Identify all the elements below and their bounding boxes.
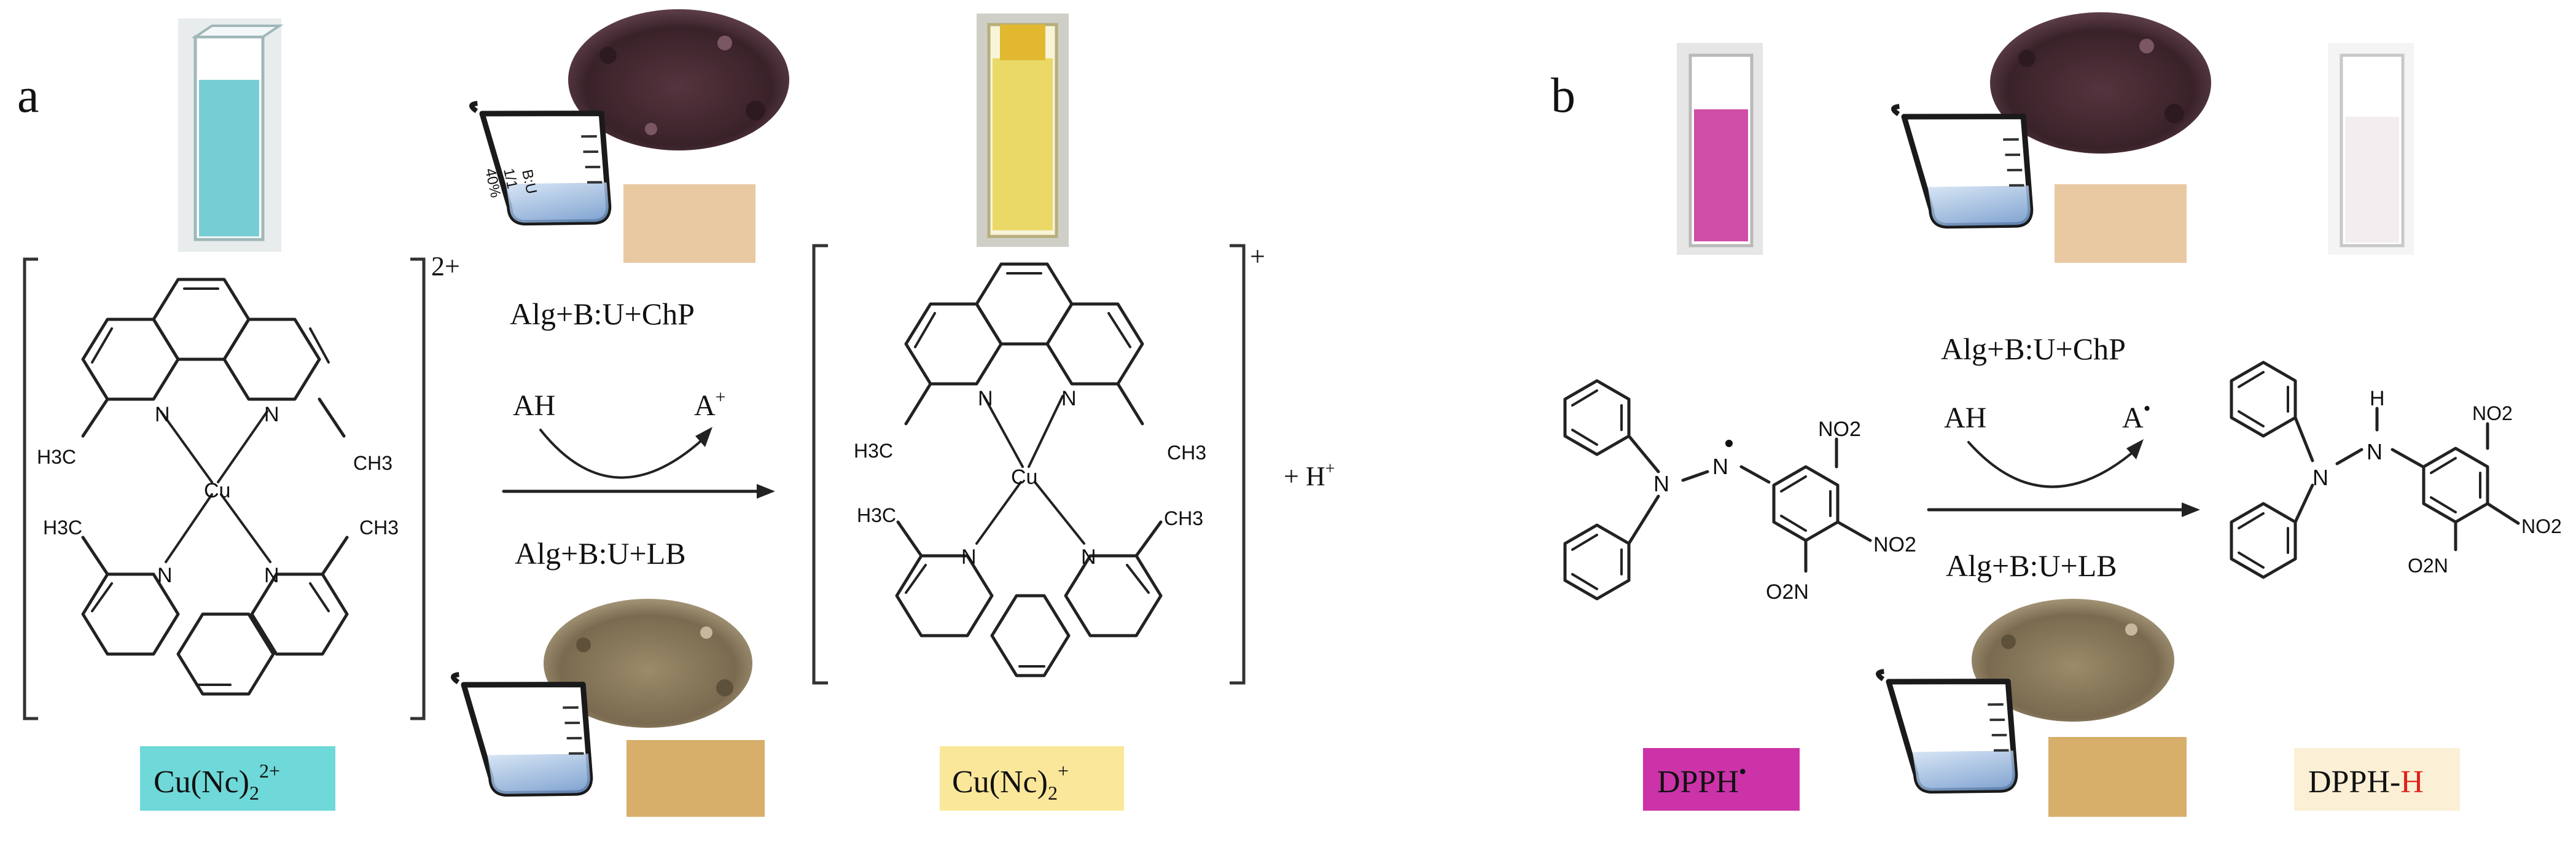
curved-arrow-a [539, 429, 708, 479]
atom-nitro: O2N [2408, 555, 2448, 577]
atom-nitro: NO2 [2521, 515, 2562, 537]
atom-methyl: H3C [43, 517, 82, 539]
atom-methyl: H3C [857, 504, 896, 526]
atom-n: N [1712, 454, 1728, 479]
dpph-radical-structure [1565, 381, 1872, 599]
atom-n: N [264, 564, 279, 587]
atom-cu: Cu [204, 479, 230, 502]
powder-pile-icon-dark [568, 9, 789, 150]
label-reactant-a: Cu(Nc)22+ [154, 760, 280, 804]
atom-methyl: H3C [854, 440, 893, 462]
charge-reactant: 2+ [431, 251, 460, 281]
atom-methyl: CH3 [359, 517, 399, 539]
atom-n: N [157, 564, 173, 587]
reagents-top-a: Alg+B:U+ChP [510, 297, 695, 331]
atom-methyl: CH3 [1164, 507, 1203, 529]
swatch-icon-light-b [2055, 184, 2187, 263]
atom-n: N [978, 387, 993, 410]
atom-n: N [1061, 387, 1077, 410]
atom-nitro: NO2 [2472, 402, 2513, 424]
label-reactant-b: DPPH• [1657, 759, 1747, 800]
swatch-icon-light [623, 184, 755, 263]
label-product-a: Cu(Nc)2+ [952, 760, 1069, 804]
atom-methyl: CH3 [353, 452, 392, 474]
atom-nitro: NO2 [1818, 418, 1861, 441]
donor-b: AH [1944, 402, 1986, 434]
atom-methyl: H3C [37, 446, 76, 468]
powder-pile-icon-dark-b [1990, 12, 2211, 154]
reagents-top-b: Alg+B:U+ChP [1941, 332, 2126, 366]
curved-arrow-b [1967, 441, 2139, 488]
atom-nitro: O2N [1766, 580, 1809, 604]
label-product-b-bg [2294, 748, 2460, 811]
cuvette-icon-clear [2328, 43, 2414, 255]
atom-n: N [264, 403, 279, 426]
label-reactant-a-bg [140, 746, 335, 811]
swatch-icon-dark-b [2048, 737, 2187, 817]
label-product-b: DPPH-H [2308, 765, 2424, 800]
label-product-a-bg [940, 746, 1124, 811]
byproduct-h: + H+ [1284, 459, 1335, 491]
atom-n: N [155, 403, 170, 426]
cuvette-icon-pink [1677, 43, 1763, 255]
powder-pile-icon-herb-b [1972, 599, 2174, 722]
cuvette-icon-blue [178, 18, 284, 252]
powder-pile-icon-herb [544, 599, 752, 728]
atom-n: N [1081, 545, 1096, 569]
atom-n: N [2367, 439, 2383, 464]
atom-n: N [1653, 471, 1669, 496]
donor-a: AH [513, 389, 555, 422]
dpph-h-structure [2231, 362, 2520, 577]
reagents-bottom-b: Alg+B:U+LB [1946, 548, 2117, 583]
product-radical-a: A+ [694, 387, 726, 422]
atom-nitro: NO2 [1873, 533, 1916, 556]
charge-product: + [1250, 241, 1265, 271]
panel-b-letter: b [1551, 69, 1575, 123]
panel-a-letter: a [17, 69, 39, 123]
atom-n: N [2313, 465, 2328, 490]
product-radical-b: A• [2122, 397, 2151, 434]
atom-methyl: CH3 [1167, 442, 1206, 464]
atom-n: N [961, 545, 977, 569]
cu-complex-reactant [81, 278, 349, 696]
reagents-bottom-a: Alg+B:U+LB [515, 536, 686, 571]
atom-cu: Cu [1011, 466, 1037, 489]
swatch-icon-dark [626, 740, 765, 817]
label-reactant-b-bg [1643, 748, 1800, 811]
atom-h: H [2370, 387, 2385, 410]
cuvette-icon-yellow [977, 14, 1069, 247]
cu-complex-product [895, 262, 1163, 677]
